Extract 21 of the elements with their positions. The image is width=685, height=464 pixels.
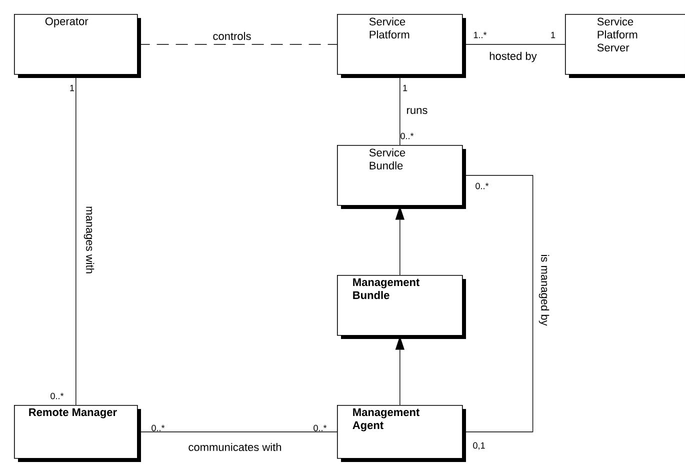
edge-label: communicates with (187, 442, 283, 452)
edge-label: manages with (82, 205, 96, 275)
edge-label: hosted by (488, 50, 538, 64)
class-box: Management Agent (337, 405, 466, 462)
class-box: Service Bundle (337, 145, 466, 209)
multiplicity-label: 0..* (152, 424, 165, 432)
class-box: Service Platform (337, 14, 466, 78)
class-box: Remote Manager (14, 405, 141, 462)
multiplicity-label: 0..* (476, 182, 489, 190)
multiplicity-label: 0..* (50, 392, 64, 400)
edge-label: is managed by (538, 253, 550, 327)
class-box: Management Bundle (337, 275, 466, 339)
multiplicity-label: 1 (403, 84, 408, 92)
edge-label: controls (212, 30, 252, 42)
multiplicity-label: 0..* (314, 424, 327, 432)
class-box: Service Platform Server (565, 14, 685, 78)
class-box: Operator (14, 14, 141, 78)
multiplicity-label: 1 (551, 32, 556, 38)
multiplicity-label: 0..* (400, 132, 414, 140)
multiplicity-label: 1 (70, 84, 74, 92)
multiplicity-label: 1..* (474, 32, 487, 38)
